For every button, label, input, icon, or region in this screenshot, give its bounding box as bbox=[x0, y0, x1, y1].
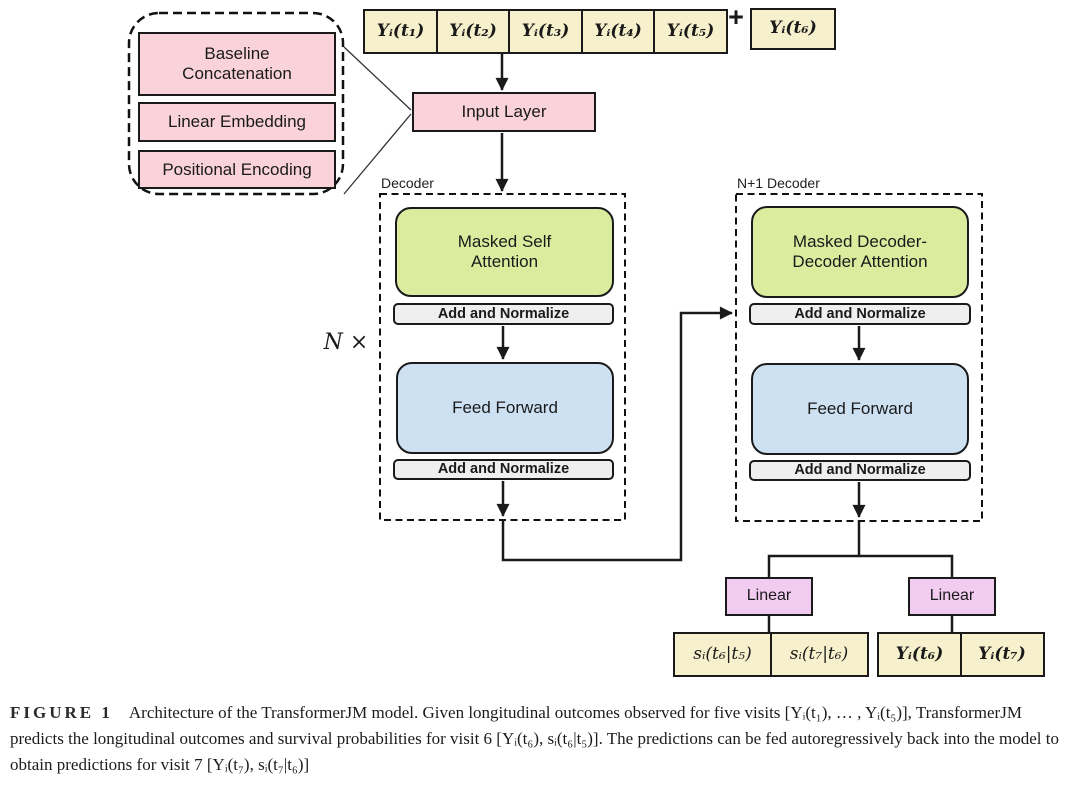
decoder2-addnorm-top: Add and Normalize bbox=[749, 303, 971, 325]
decoder2-feedforward-box: Feed Forward bbox=[751, 363, 969, 455]
input-layer-box: Input Layer bbox=[412, 92, 596, 132]
masked-decoder-decoder-attention-box: Masked Decoder- Decoder Attention bbox=[751, 206, 969, 298]
embedding-callout-frame bbox=[127, 11, 345, 196]
longitudinal-output-token: Yᵢ(t₆) bbox=[877, 632, 962, 677]
longitudinal-output-row: Yᵢ(t₆) Yᵢ(t₇) bbox=[877, 632, 1045, 677]
masked-self-attention-box: Masked Self Attention bbox=[395, 207, 614, 297]
callout-line-top bbox=[343, 46, 412, 111]
masked-decoder-attention-line1: Masked Decoder- bbox=[792, 232, 928, 252]
callout-line-bottom bbox=[343, 113, 412, 195]
survival-linear-box: Linear bbox=[725, 577, 813, 616]
diagram-connectors bbox=[127, 11, 983, 634]
input-token: Yᵢ(t₅) bbox=[653, 9, 728, 54]
input-token: Yᵢ(t₁) bbox=[363, 9, 438, 54]
plus-sign: + bbox=[728, 2, 744, 32]
decoder1-addnorm-bottom: Add and Normalize bbox=[393, 459, 614, 480]
survival-output-token: sᵢ(t₇|t₆) bbox=[769, 632, 869, 677]
survival-output-token: sᵢ(t₆|t₅) bbox=[673, 632, 772, 677]
decoder2-title: N+1 Decoder bbox=[737, 175, 820, 191]
longitudinal-output-token: Yᵢ(t₇) bbox=[959, 632, 1045, 677]
baseline-concatenation-box: Baseline Concatenation bbox=[138, 32, 336, 96]
masked-self-attention-line1: Masked Self bbox=[457, 232, 552, 252]
input-token: Yᵢ(t₃) bbox=[508, 9, 583, 54]
decoder1-addnorm-top: Add and Normalize bbox=[393, 303, 614, 325]
masked-self-attention-line2: Attention bbox=[470, 252, 539, 271]
split-to-linear-heads bbox=[767, 554, 954, 578]
decoder2-addnorm-bottom: Add and Normalize bbox=[749, 460, 971, 481]
input-sequence-row: Yᵢ(t₁) Yᵢ(t₂) Yᵢ(t₃) Yᵢ(t₄) Yᵢ(t₅) bbox=[363, 9, 728, 54]
repeat-n-times-label: N × bbox=[323, 330, 369, 355]
masked-decoder-attention-line2: Decoder Attention bbox=[792, 252, 928, 271]
figure-caption-label: FIGURE 1 bbox=[10, 703, 113, 722]
next-input-token: Yᵢ(t₆) bbox=[750, 8, 836, 50]
linear-embedding-box: Linear Embedding bbox=[138, 102, 336, 142]
survival-output-row: sᵢ(t₆|t₅) sᵢ(t₇|t₆) bbox=[673, 632, 869, 677]
positional-encoding-box: Positional Encoding bbox=[138, 150, 336, 189]
input-token: Yᵢ(t₄) bbox=[580, 9, 656, 54]
baseline-concatenation-line1: Baseline bbox=[204, 44, 270, 64]
input-token: Yᵢ(t₂) bbox=[435, 9, 511, 54]
longitudinal-linear-box: Linear bbox=[908, 577, 996, 616]
decoder1-title: Decoder bbox=[381, 175, 434, 191]
baseline-concatenation-line2: Concatenation bbox=[182, 64, 292, 83]
connector-decoder1-to-decoder2 bbox=[501, 306, 733, 562]
figure-caption-body: Architecture of the TransformerJM model.… bbox=[10, 703, 1060, 774]
decoder1-feedforward-box: Feed Forward bbox=[396, 362, 614, 454]
